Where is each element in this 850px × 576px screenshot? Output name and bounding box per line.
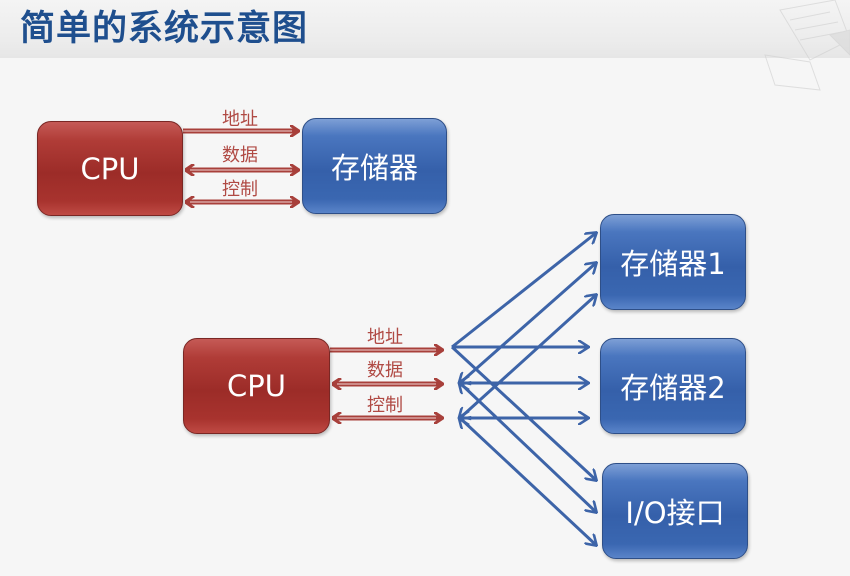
memory1-box: 存储器1 xyxy=(600,214,746,310)
top-memory-label: 存储器 xyxy=(330,151,418,185)
slide-title: 简单的系统示意图 xyxy=(20,9,309,49)
fan-address-to-memory1 xyxy=(451,233,596,349)
fan-control-to-io xyxy=(460,418,596,545)
bottom-control-bus-label: 控制 xyxy=(367,395,403,416)
bottom-data-bus-label: 数据 xyxy=(367,360,403,381)
top-memory-box: 存储器 xyxy=(302,118,447,214)
io-interface-box: I/O接口 xyxy=(602,463,748,559)
top-address-bus-label: 地址 xyxy=(222,109,258,130)
top-cpu-box: CPU xyxy=(37,121,183,216)
bottom-address-bus-label: 地址 xyxy=(367,327,403,348)
fan-control-to-memory1 xyxy=(460,295,596,418)
bottom-cpu-label: CPU xyxy=(227,369,286,403)
top-control-bus-label: 控制 xyxy=(222,179,258,200)
fan-address-to-io xyxy=(450,345,596,480)
title-band xyxy=(0,0,850,58)
bottom-cpu-box: CPU xyxy=(183,338,330,434)
memory2-label: 存储器2 xyxy=(620,371,726,405)
io-interface-label: I/O接口 xyxy=(625,496,725,530)
top-data-bus-label: 数据 xyxy=(222,145,258,166)
corner-decoration-icon xyxy=(764,0,850,91)
memory2-box: 存储器2 xyxy=(600,338,746,434)
top-cpu-label: CPU xyxy=(80,151,140,186)
fan-data-to-io xyxy=(460,383,596,512)
memory1-label: 存储器1 xyxy=(620,247,726,281)
